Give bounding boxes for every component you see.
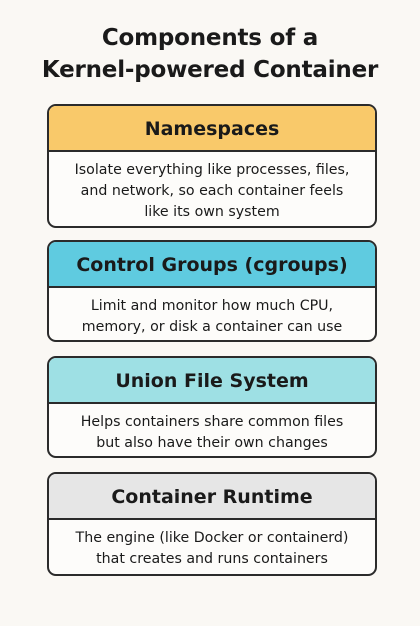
container-runtime-card: Container Runtime The engine (like Docke… — [47, 472, 377, 576]
diagram-title-line-2: Kernel-powered Container — [41, 57, 379, 83]
description-line: The engine (like Docker or containerd) — [75, 530, 349, 546]
namespaces-card: Namespaces Isolate everything like proce… — [47, 104, 377, 228]
description-line: but also have their own changes — [96, 435, 328, 451]
container-runtime-description: The engine (like Docker or containerd) t… — [49, 520, 375, 570]
description-line: Isolate everything like processes, files… — [74, 162, 350, 178]
description-line: and network, so each container feels — [80, 183, 344, 199]
union-file-system-card: Union File System Helps containers share… — [47, 356, 377, 458]
description-line: Helps containers share common files — [80, 414, 344, 430]
namespaces-header: Namespaces — [49, 106, 375, 152]
union-file-system-header: Union File System — [49, 358, 375, 404]
control-groups-card: Control Groups (cgroups) Limit and monit… — [47, 240, 377, 342]
control-groups-description: Limit and monitor how much CPU, memory, … — [49, 288, 375, 338]
diagram-title-line-1: Components of a — [101, 25, 319, 51]
description-line: that creates and runs containers — [96, 551, 328, 567]
union-file-system-description: Helps containers share common files but … — [49, 404, 375, 454]
diagram-title: Components of a Kernel-powered Container — [0, 22, 420, 86]
namespaces-description: Isolate everything like processes, files… — [49, 152, 375, 223]
container-runtime-header: Container Runtime — [49, 474, 375, 520]
description-line: like its own system — [144, 204, 280, 220]
description-line: memory, or disk a container can use — [81, 319, 343, 335]
control-groups-header: Control Groups (cgroups) — [49, 242, 375, 288]
description-line: Limit and monitor how much CPU, — [90, 298, 334, 314]
